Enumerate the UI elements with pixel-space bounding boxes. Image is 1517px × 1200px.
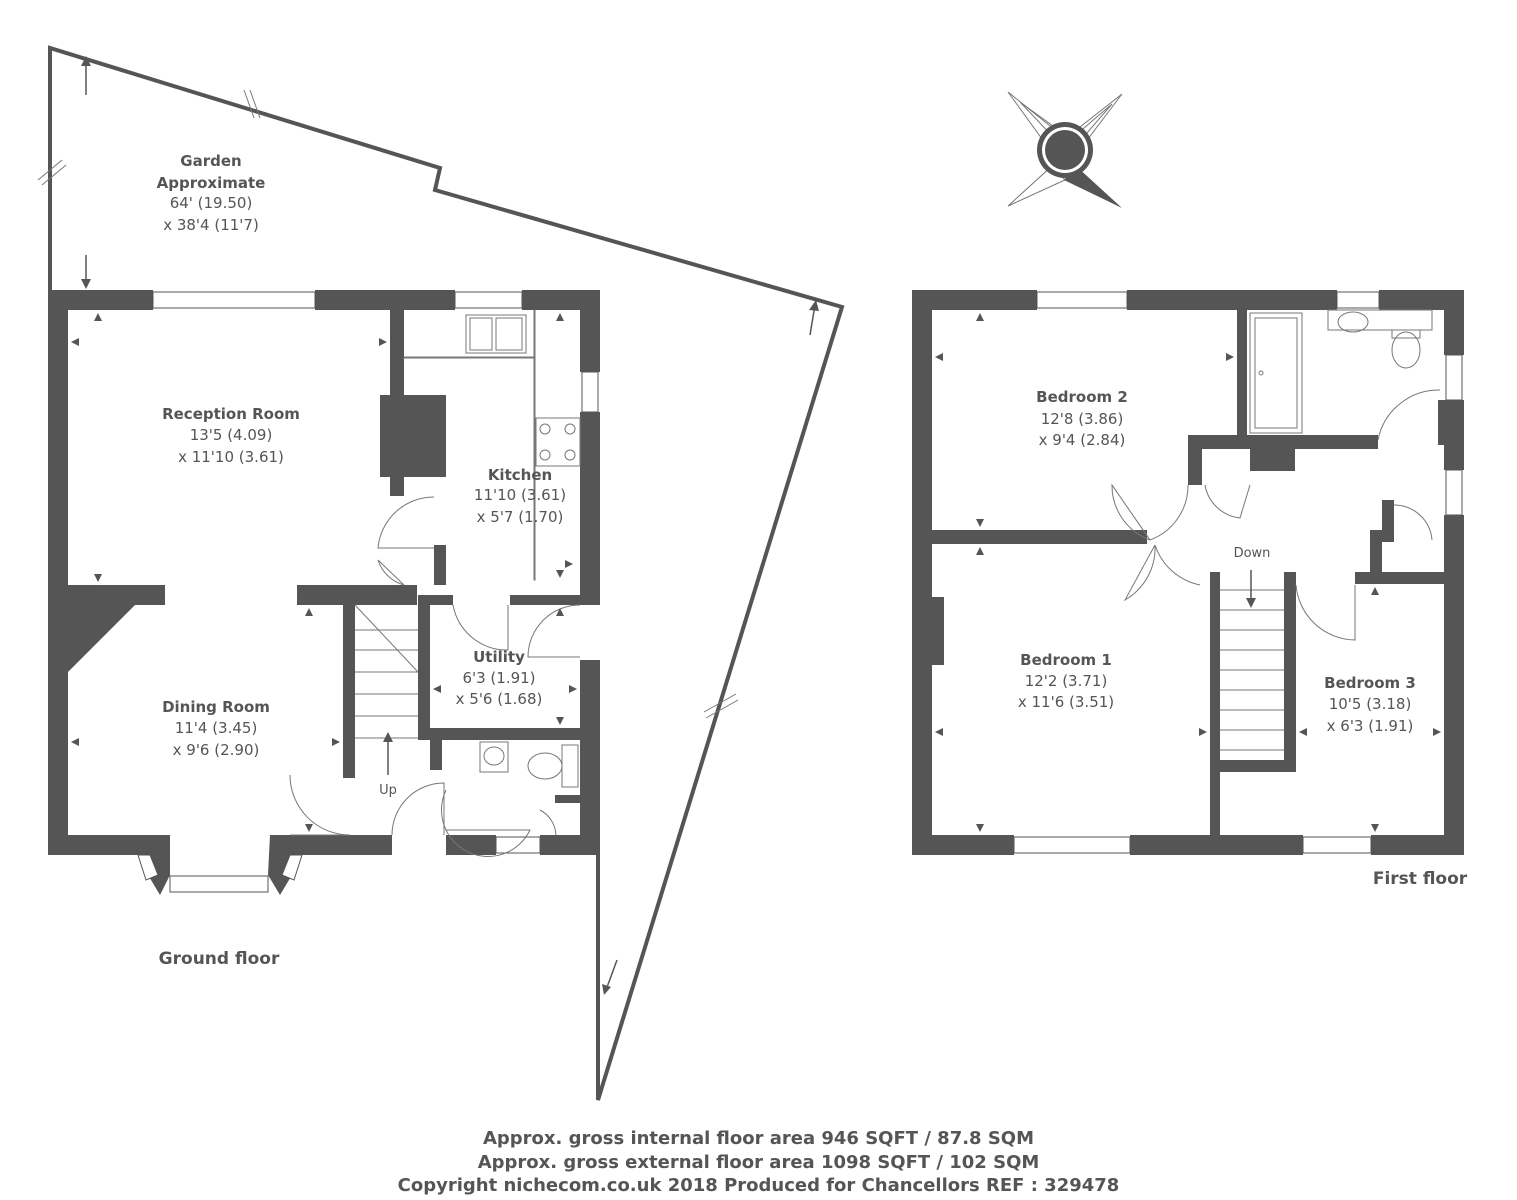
- dining-name: Dining Room: [162, 698, 270, 716]
- bedroom2-dim-1: 12'8 (3.86): [1041, 410, 1124, 428]
- garden-outline: [37, 45, 845, 1101]
- dining-dim-2: x 9'6 (2.90): [173, 741, 260, 759]
- reception-name: Reception Room: [162, 405, 300, 423]
- bedroom1-dim-2: x 11'6 (3.51): [1018, 693, 1114, 711]
- kitchen-label: Kitchen 11'10 (3.61) x 5'7 (1.70): [474, 466, 566, 526]
- stairs-up-label: Up: [379, 783, 397, 798]
- bedroom3-dim-2: x 6'3 (1.91): [1327, 717, 1414, 735]
- bedroom-3-label: Bedroom 3 10'5 (3.18) x 6'3 (1.91): [1324, 674, 1416, 735]
- kitchen-dim-1: 11'10 (3.61): [474, 486, 566, 504]
- ground-floor-label: Ground floor: [159, 949, 280, 969]
- reception-dim-2: x 11'10 (3.61): [178, 448, 284, 466]
- reception-dim-1: 13'5 (4.09): [190, 426, 273, 444]
- utility-label: Utility 6'3 (1.91) x 5'6 (1.68): [456, 648, 543, 708]
- kitchen-dim-2: x 5'7 (1.70): [477, 508, 564, 526]
- kitchen-name: Kitchen: [488, 466, 552, 484]
- dining-dim-1: 11'4 (3.45): [175, 719, 258, 737]
- bedroom1-dim-1: 12'2 (3.71): [1025, 672, 1108, 690]
- ground-dimension-markers: [71, 313, 577, 832]
- garden-label: Garden Approximate 64' (19.50) x 38'4 (1…: [157, 152, 266, 234]
- reception-room-label: Reception Room 13'5 (4.09) x 11'10 (3.61…: [162, 405, 300, 466]
- internal-area-text: Approx. gross internal floor area 946 SQ…: [482, 1128, 1035, 1149]
- bedroom-1-label: Bedroom 1 12'2 (3.71) x 11'6 (3.51): [1018, 651, 1114, 711]
- bedroom1-name: Bedroom 1: [1020, 651, 1112, 669]
- first-stairs: [1220, 570, 1284, 751]
- bedroom3-dim-1: 10'5 (3.18): [1329, 695, 1412, 713]
- utility-dim-2: x 5'6 (1.68): [456, 690, 543, 708]
- external-area-text: Approx. gross external floor area 1098 S…: [477, 1152, 1040, 1173]
- ground-stairs: [354, 604, 419, 775]
- first-floor-plan: [912, 290, 1464, 855]
- garden-dim-1: 64' (19.50): [170, 194, 253, 212]
- ground-floor-plan: [48, 290, 600, 895]
- garden-name-2: Approximate: [157, 174, 266, 192]
- garden-dimension-arrows: [81, 56, 819, 995]
- compass-rose-icon: N: [1007, 91, 1123, 208]
- bedroom3-name: Bedroom 3: [1324, 674, 1416, 692]
- stairs-down-label: Down: [1234, 546, 1271, 561]
- first-floor-label: First floor: [1373, 869, 1468, 889]
- utility-dim-1: 6'3 (1.91): [462, 669, 535, 687]
- garden-dim-2: x 38'4 (11'7): [163, 216, 259, 234]
- bedroom2-dim-2: x 9'4 (2.84): [1039, 431, 1126, 449]
- bedroom2-name: Bedroom 2: [1036, 388, 1128, 406]
- utility-name: Utility: [473, 648, 525, 666]
- first-dimension-markers: [935, 313, 1441, 832]
- bedroom-2-label: Bedroom 2 12'8 (3.86) x 9'4 (2.84): [1036, 388, 1128, 449]
- copyright-text: Copyright nichecom.co.uk 2018 Produced f…: [397, 1175, 1120, 1196]
- dining-room-label: Dining Room 11'4 (3.45) x 9'6 (2.90): [162, 698, 270, 759]
- garden-name: Garden: [180, 152, 241, 170]
